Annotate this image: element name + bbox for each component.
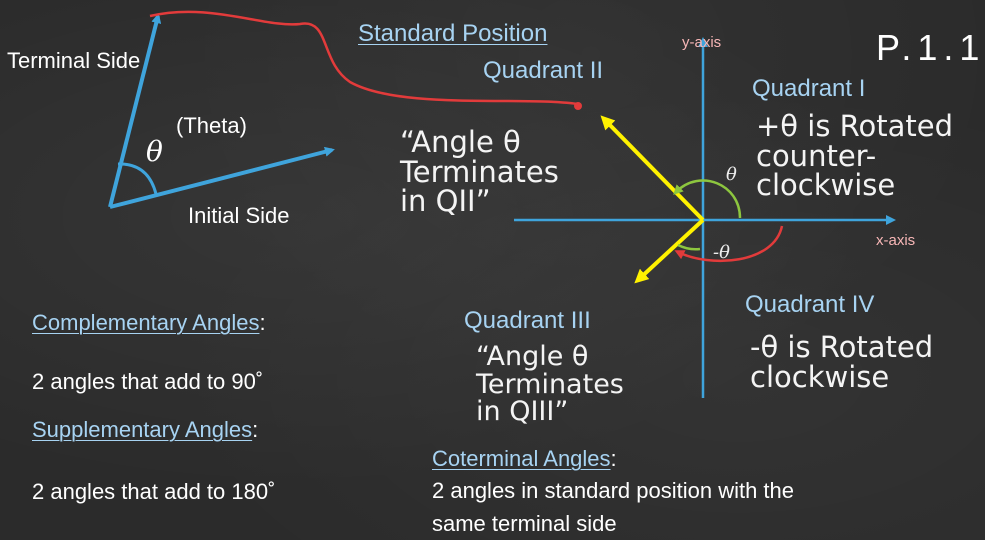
coterminal-title[interactable]: Coterminal Angles <box>432 446 611 471</box>
theta-angle-arc <box>117 162 158 195</box>
chalk-note-qiii: “Angle θ Terminates in QIII” <box>476 343 624 426</box>
terminal-side-qii <box>600 115 705 222</box>
chalk-note-positive-line2: counter- <box>756 138 877 173</box>
y-axis-label: y-axis <box>682 34 722 51</box>
red-dot <box>574 102 582 110</box>
coterminal-heading: Coterminal Angles: <box>432 448 617 470</box>
diagram-layer <box>108 10 896 398</box>
theta-positive-label: θ <box>726 164 737 185</box>
complementary-heading: Complementary Angles: <box>32 312 266 334</box>
supplementary-colon: : <box>252 417 259 442</box>
coterminal-colon: : <box>610 446 617 471</box>
chalk-note-qii: “Angle θ Terminates in QII” <box>400 125 559 219</box>
complementary-title[interactable]: Complementary Angles <box>32 310 260 335</box>
quadrant-i-label: Quadrant I <box>752 75 866 102</box>
theta-label: (Theta) <box>176 113 247 138</box>
slide-number: P.1.1 <box>876 27 985 68</box>
terminal-side-label: Terminal Side <box>7 48 141 73</box>
chalk-note-qii-line1: “Angle θ <box>400 125 521 159</box>
supplementary-heading: Supplementary Angles: <box>32 419 258 441</box>
chalk-note-qiii-line3: in QIII” <box>476 396 569 428</box>
coterminal-description-line2: same terminal side <box>432 511 617 536</box>
quadrant-iv-label: Quadrant IV <box>745 291 875 318</box>
chalk-note-negative-rotation: -θ is Rotated clockwise <box>750 330 934 394</box>
positive-rotation-arc <box>673 179 742 219</box>
standard-position-label: Standard Position <box>358 20 548 47</box>
theta-negative-label: -θ <box>713 242 730 263</box>
chalk-note-negative-line2: clockwise <box>750 359 890 394</box>
supplementary-title[interactable]: Supplementary Angles <box>32 417 253 442</box>
chalk-note-qiii-line1: “Angle θ <box>476 341 589 372</box>
chalk-note-negative-line1: -θ is Rotated <box>750 330 934 364</box>
red-connector-curve <box>149 10 579 106</box>
terminal-side-ray <box>108 13 162 208</box>
chalk-note-positive-line1: +θ is Rotated <box>756 109 953 143</box>
quadrant-iii-label: Quadrant III <box>464 307 591 334</box>
chalk-note-qiii-line2: Terminates <box>476 368 624 400</box>
initial-side-ray <box>109 146 335 209</box>
x-axis-label: x-axis <box>876 232 916 249</box>
complementary-colon: : <box>259 310 266 335</box>
chalk-note-positive-rotation: +θ is Rotated counter- clockwise <box>756 109 953 203</box>
coterminal-description-line1: 2 angles in standard position with the <box>432 478 795 503</box>
negative-rotation-arc-green <box>677 243 701 251</box>
supplementary-description: 2 angles that add to 180˚ <box>32 479 276 504</box>
initial-side-label: Initial Side <box>188 203 290 228</box>
negative-rotation-arc <box>674 225 784 263</box>
chalk-note-positive-line3: clockwise <box>756 168 896 203</box>
chalk-note-qii-line2: Terminates <box>400 154 559 189</box>
terminal-side-qiii <box>634 218 705 284</box>
theta-symbol: θ <box>146 135 163 168</box>
quadrant-ii-label: Quadrant II <box>483 57 604 84</box>
chalk-note-qii-line3: in QII” <box>400 184 491 219</box>
complementary-description: 2 angles that add to 90˚ <box>32 369 264 394</box>
